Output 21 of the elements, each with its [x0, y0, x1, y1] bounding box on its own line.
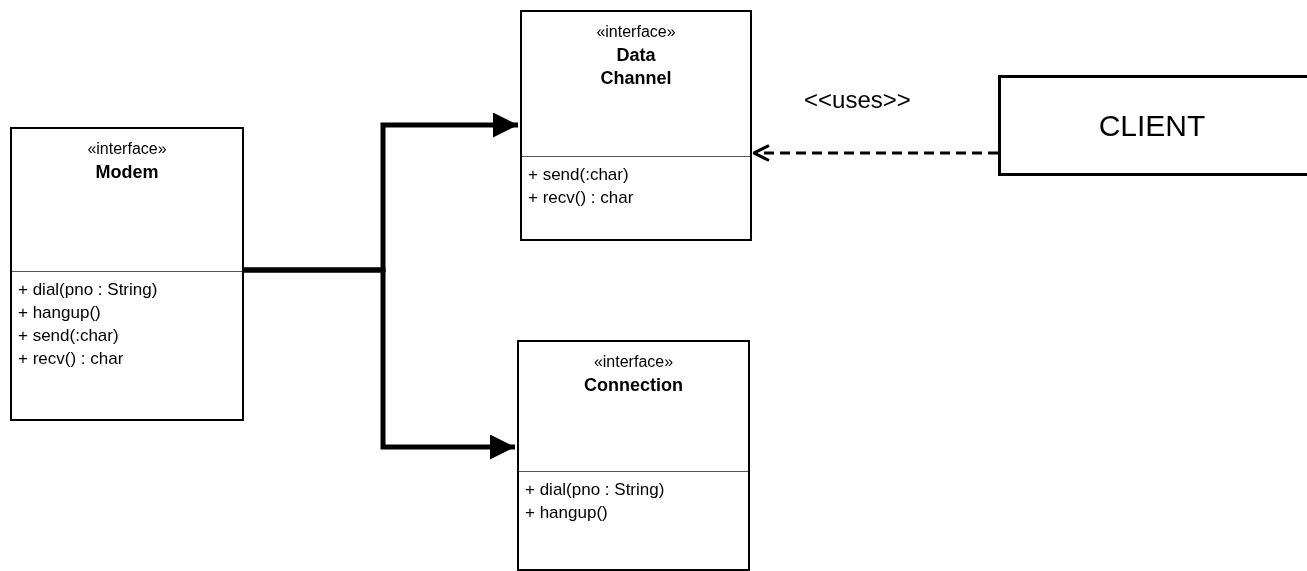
class-name: Data Channel — [599, 44, 673, 89]
class-name: Modem — [95, 161, 159, 184]
class-box — [520, 10, 752, 241]
member: + hangup() — [525, 502, 609, 524]
stereotype: «interface» — [593, 352, 674, 372]
member: + hangup() — [18, 302, 102, 324]
member: + dial(pno : String) — [525, 479, 666, 501]
member: + recv() : char — [18, 348, 125, 370]
stereotype: «interface» — [596, 22, 676, 42]
stereotype: «interface» — [87, 139, 167, 159]
arrow — [244, 267, 515, 460]
member: + dial(pno : String) — [18, 279, 159, 301]
class-box — [10, 127, 244, 421]
member: + recv() : char — [528, 187, 635, 209]
member: + send(:char) — [18, 325, 120, 347]
member: + send(:char) — [528, 164, 630, 186]
class-box — [998, 75, 1307, 176]
class-box — [517, 340, 750, 571]
class-name: CLIENT — [1098, 108, 1206, 144]
dependency-arrow — [752, 144, 998, 162]
class-name: Connection — [584, 374, 683, 397]
